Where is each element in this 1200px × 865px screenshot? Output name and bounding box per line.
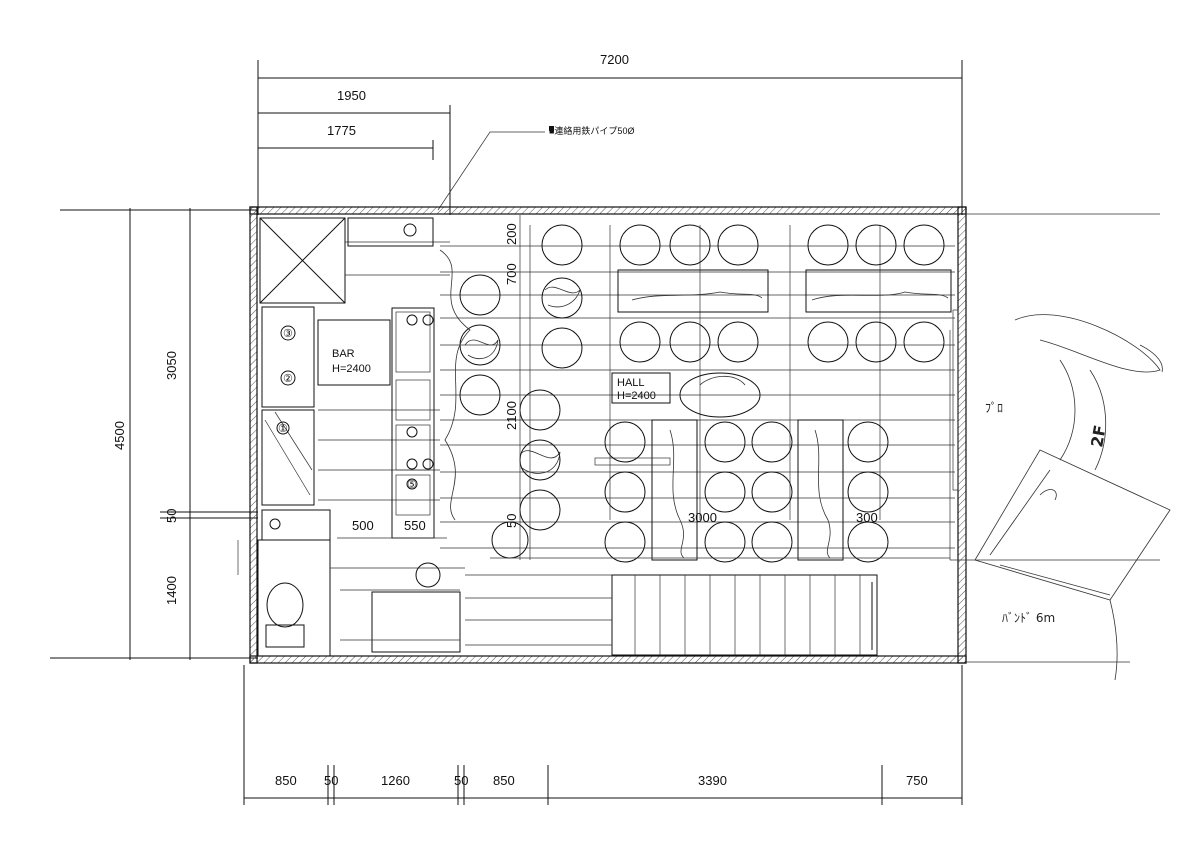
hall-label: HALL: [617, 377, 645, 389]
outer-walls: [249, 206, 1160, 664]
bottom-dimensions: 850 50 1260 50 850 3390 750: [243, 665, 963, 805]
hall-tables: HALL H=2400: [594, 269, 952, 561]
dim-left-1400: 1400: [164, 576, 179, 605]
dim-inner-2100: 2100: [504, 401, 519, 430]
dim-top-1775: 1775: [327, 123, 356, 138]
floor-2f-label: 2F: [1087, 424, 1110, 449]
inner-dimensions: 200 700 2100 50 3000 300: [504, 215, 878, 560]
bar-label: BAR: [332, 348, 355, 360]
service-area: BAR H=2400 ① ② ③ ⑤: [237, 217, 465, 657]
burner-1: ①: [278, 423, 288, 435]
dim-bottom-850a: 850: [275, 773, 297, 788]
pipe-note: ■連絡用鉄パイプ50Ø: [549, 125, 634, 136]
burner-5: ⑤: [407, 479, 417, 491]
burner-3: ③: [283, 328, 293, 340]
dim-inner-300: 300: [856, 510, 878, 525]
dim-inner-200: 200: [504, 223, 519, 245]
dim-inner-3000: 3000: [688, 510, 717, 525]
left-dimensions: 4500 3050 50 1400: [50, 208, 258, 660]
staircase: [465, 309, 959, 656]
dim-top-total: 7200: [600, 52, 629, 67]
dim-bottom-50a: 50: [324, 773, 338, 788]
dim-bottom-3390: 3390: [698, 773, 727, 788]
dim-left-4500: 4500: [112, 421, 127, 450]
bar-height: H=2400: [332, 363, 371, 375]
dim-bottom-50b: 50: [454, 773, 468, 788]
dim-inner-700: 700: [504, 263, 519, 285]
dim-inner-500: 500: [352, 518, 374, 533]
dim-bottom-1260: 1260: [381, 773, 410, 788]
top-dimensions: 7200 1950 1775 ■連絡用鉄パイプ50Ø: [257, 52, 963, 215]
hand-note-2: ﾊﾞﾝﾄﾞ 6m: [1002, 611, 1055, 625]
dim-top-1950: 1950: [337, 88, 366, 103]
dim-bottom-850b: 850: [493, 773, 515, 788]
chairs: [459, 224, 945, 563]
burner-2: ②: [283, 373, 293, 385]
dim-inner-550: 550: [404, 518, 426, 533]
hand-note-1: ﾌﾟﾛ: [985, 401, 1003, 415]
hall-height: H=2400: [617, 390, 656, 402]
dim-inner-50: 50: [504, 514, 519, 528]
sketch-marks: [439, 249, 746, 521]
dim-bottom-750: 750: [906, 773, 928, 788]
dim-left-3050: 3050: [164, 351, 179, 380]
handwritten-notes: 2F ﾌﾟﾛ ﾊﾞﾝﾄﾞ 6m: [974, 314, 1171, 681]
dim-left-50: 50: [164, 509, 179, 523]
